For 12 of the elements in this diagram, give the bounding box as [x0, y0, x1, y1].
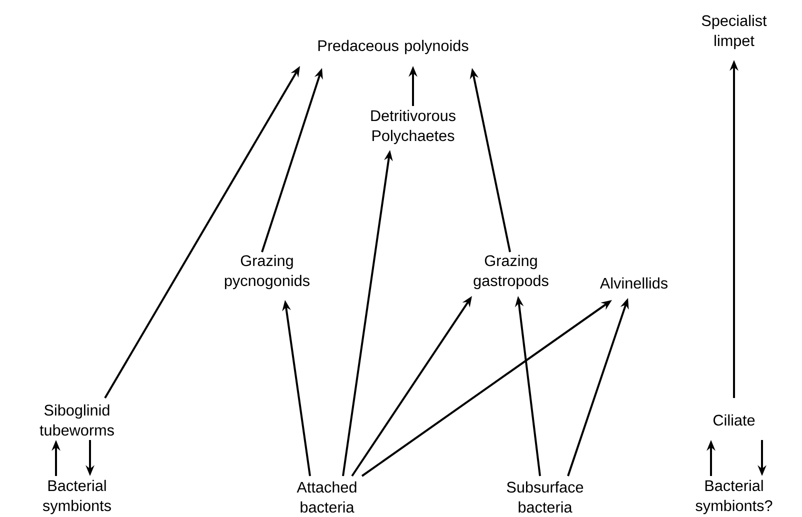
- organism-label: Predaceous polynoids: [318, 40, 468, 54]
- organism-label: Alvinellids: [600, 277, 668, 289]
- organism-label: Subsurface bacteria: [506, 481, 584, 513]
- organism-label: Siboglinid tubeworms: [40, 404, 114, 436]
- organism-label: Bacterial symbionts: [42, 480, 111, 514]
- organism-label: Attached bacteria: [296, 481, 356, 513]
- organism-label: Bacterial symbionts?: [696, 480, 772, 514]
- organism-label: Grazing gastropods: [474, 254, 548, 290]
- organism-label: Ciliate: [713, 414, 755, 426]
- organism-label: Specialist limpet: [702, 14, 767, 50]
- organism-label: Detritivorous Polychaetes: [371, 110, 456, 144]
- organism-label: Grazing pycnogonids: [224, 254, 310, 290]
